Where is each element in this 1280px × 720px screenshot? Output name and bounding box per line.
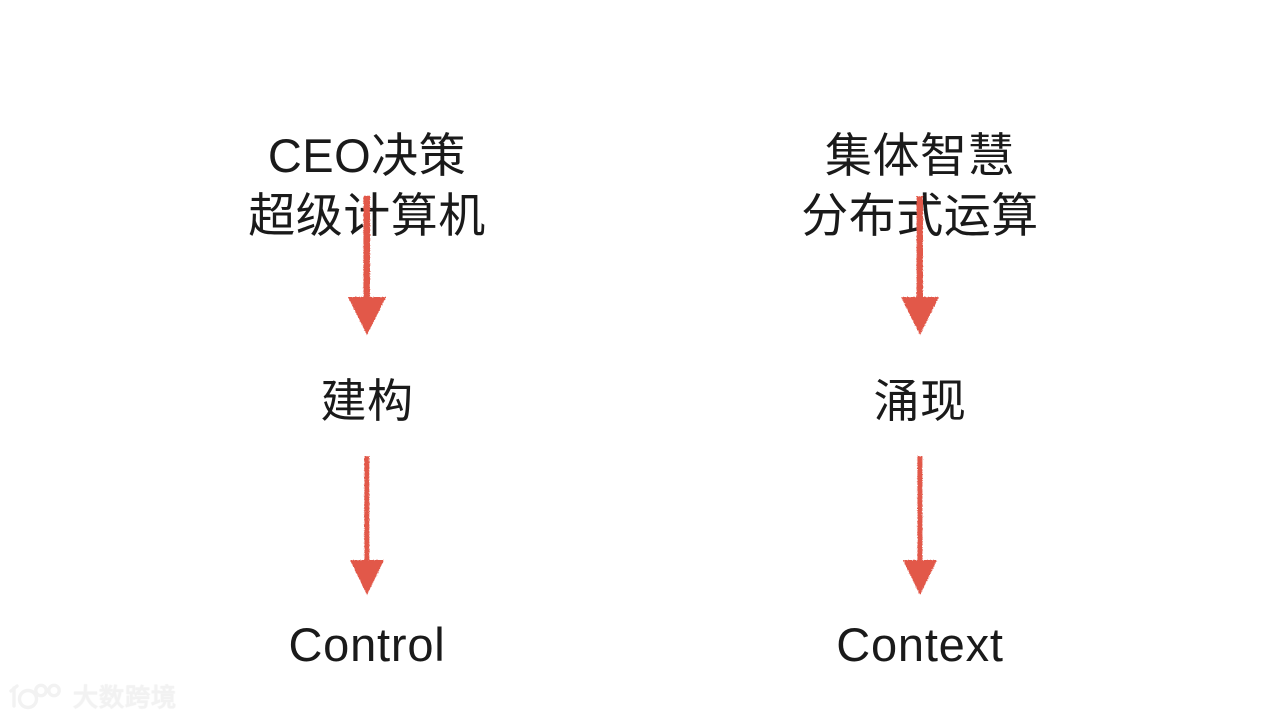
flow-column-context: 集体智慧 分布式运算 涌现 bbox=[660, 0, 1180, 720]
watermark-brand-text: 大数跨境 bbox=[73, 683, 178, 712]
context-middle-text: 涌现 bbox=[873, 375, 967, 427]
watermark: 大数跨境 bbox=[8, 676, 177, 716]
context-foot-text: Context bbox=[836, 618, 1004, 671]
control-middle-text: 建构 bbox=[320, 375, 414, 427]
context-head-line2: 分布式运算 bbox=[801, 189, 1039, 243]
control-head-line1: CEO决策 bbox=[267, 129, 467, 183]
flow-column-control: CEO决策 超级计算机 建构 bbox=[107, 0, 627, 720]
control-head-text: CEO决策 超级计算机 bbox=[107, 66, 627, 307]
brand-logo-icon bbox=[9, 683, 61, 710]
control-head-line2: 超级计算机 bbox=[248, 189, 486, 243]
context-head-text: 集体智慧 分布式运算 bbox=[660, 66, 1180, 307]
control-foot-text: Control bbox=[288, 618, 446, 671]
context-head-line1: 集体智慧 bbox=[825, 129, 1015, 183]
